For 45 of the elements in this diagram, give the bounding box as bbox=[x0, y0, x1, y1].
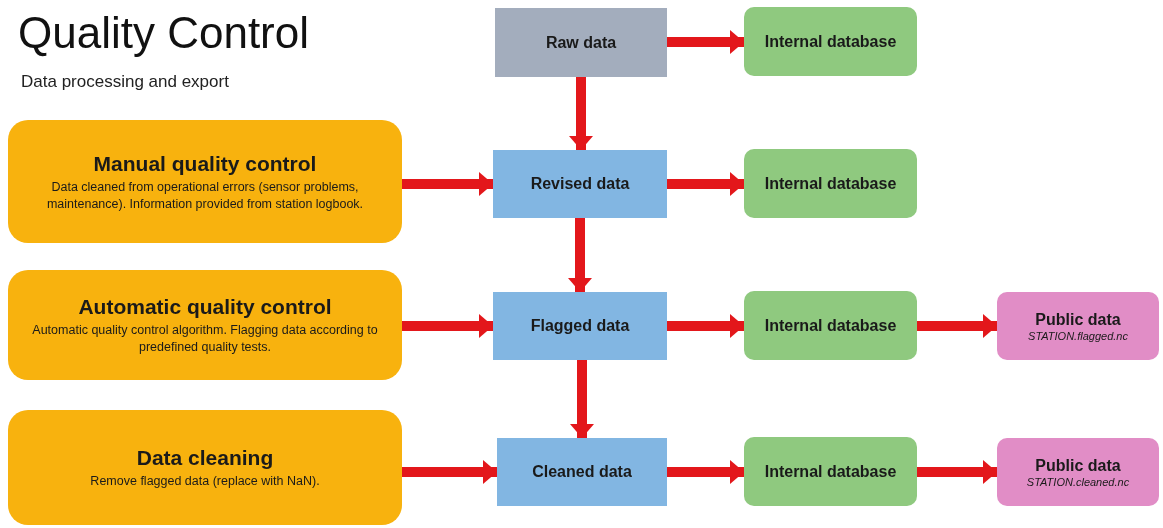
node-title: Manual quality control bbox=[93, 150, 317, 177]
database-box bbox=[744, 291, 917, 360]
node-title: Raw data bbox=[545, 32, 617, 53]
process-box bbox=[493, 150, 667, 218]
step-card bbox=[8, 270, 402, 380]
step-card bbox=[8, 410, 402, 525]
arrow bbox=[917, 460, 997, 484]
node-description: STATION.flagged.nc bbox=[1028, 330, 1128, 342]
subtitle: Data processing and export bbox=[21, 72, 229, 92]
arrow bbox=[667, 172, 744, 196]
database-box bbox=[744, 7, 917, 76]
node-title: Automatic quality control bbox=[78, 294, 332, 320]
arrow bbox=[667, 30, 744, 54]
node-description: STATION.cleaned.nc bbox=[1026, 476, 1130, 488]
arrow bbox=[402, 460, 497, 484]
arrow bbox=[569, 77, 593, 150]
arrow bbox=[402, 314, 493, 338]
process-box bbox=[493, 292, 667, 360]
node-description: Data cleaned from operational errors (sensor problems, maintenance). Information provided from station logbook. bbox=[45, 178, 365, 213]
database-box bbox=[744, 149, 917, 218]
output-box bbox=[997, 438, 1159, 506]
arrow bbox=[917, 314, 997, 338]
node-title: Internal database bbox=[764, 461, 897, 482]
node-title: Cleaned data bbox=[532, 462, 632, 482]
process-box bbox=[495, 8, 667, 77]
arrow bbox=[570, 360, 594, 438]
output-box bbox=[997, 292, 1159, 360]
node-title: Revised data bbox=[530, 174, 630, 194]
node-title: Internal database bbox=[764, 173, 897, 194]
arrow bbox=[402, 172, 493, 196]
database-box bbox=[744, 437, 917, 506]
arrow bbox=[568, 218, 592, 292]
node-title: Internal database bbox=[764, 31, 897, 52]
arrow bbox=[667, 460, 744, 484]
node-title: Public data bbox=[1035, 456, 1121, 476]
node-description: Automatic quality control algorithm. Flagging data according to predefined quality tests. bbox=[31, 322, 379, 356]
node-title: Public data bbox=[1035, 310, 1121, 330]
process-box bbox=[497, 438, 667, 506]
node-title: Data cleaning bbox=[136, 444, 274, 471]
node-title: Flagged data bbox=[530, 316, 630, 336]
node-title: Internal database bbox=[764, 315, 897, 336]
diagram-title: Quality Control bbox=[18, 8, 309, 58]
step-card bbox=[8, 120, 402, 243]
arrow bbox=[667, 314, 744, 338]
node-description: Remove flagged data (replace with NaN). bbox=[90, 473, 320, 491]
